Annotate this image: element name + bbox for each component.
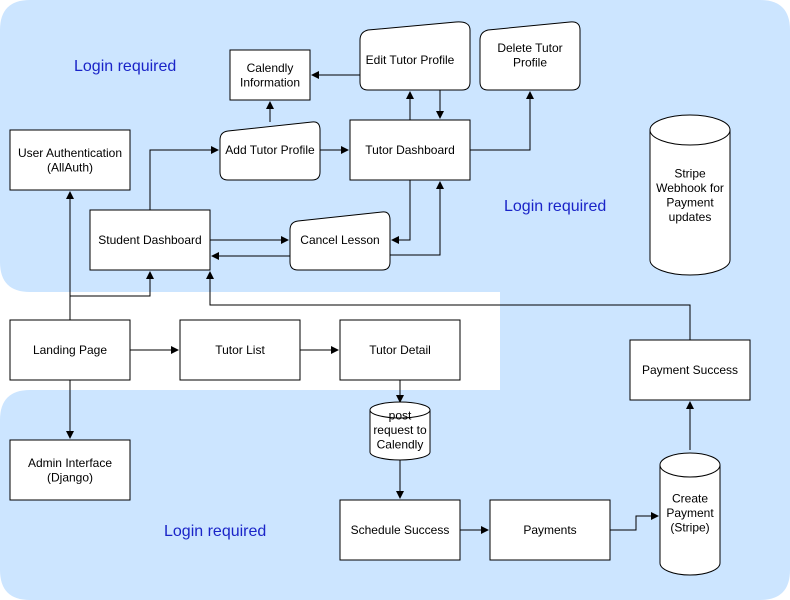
create-payment-line-2: Payment [666, 506, 714, 520]
user-auth-line-1: User Authentication [18, 146, 122, 160]
landing-page-label: Landing Page [33, 343, 107, 357]
node-admin-interface: Admin Interface(Django) [9, 439, 131, 501]
connectors [66, 71, 694, 534]
stripe-webhook-line-2: Webhook for [656, 181, 724, 195]
arrow-dashboard-to-delete [470, 91, 534, 151]
edit-tutor-profile-label: Edit Tutor Profile [366, 53, 455, 67]
arrow-payments-to-create [610, 512, 659, 531]
create-payment-line-3: (Stripe) [670, 521, 709, 535]
login-required-label-bottom: Login required [164, 523, 266, 540]
delete-profile-line-1: Delete Tutor [497, 41, 562, 55]
node-payment-success: Payment Success [629, 339, 751, 401]
create-payment-line-1: Create [672, 492, 708, 506]
edit-profile-line-1: Edit Tutor Profile [366, 53, 455, 67]
schedule-success-line-1: Schedule Success [351, 523, 450, 537]
arrow-dashboard-to-cancel [391, 180, 411, 244]
tutor-detail-line-1: Tutor Detail [369, 343, 431, 357]
payment-success-line-1: Payment Success [642, 363, 738, 377]
admin-interface-line-2: (Django) [47, 470, 93, 484]
student-dashboard-label: Student Dashboard [98, 233, 201, 247]
cancel-lesson-label: Cancel Lesson [300, 233, 379, 247]
arrow-success-to-student [206, 271, 691, 340]
node-student-dashboard: Student Dashboard [89, 209, 211, 271]
add-tutor-profile-label: Add Tutor Profile [225, 143, 315, 157]
stripe-webhook-line-1: Stripe [674, 166, 706, 180]
schedule-success-label: Schedule Success [351, 523, 450, 537]
landing-page-line-1: Landing Page [33, 343, 107, 357]
cancel-lesson-line-1: Cancel Lesson [300, 233, 379, 247]
stripe-webhook-line-4: updates [669, 210, 712, 224]
post-request-line-2: request to [373, 423, 427, 437]
calendly-info-line-2: Information [240, 75, 300, 89]
arrow-cancel-to-dashboard [390, 181, 444, 256]
arrow-landing-to-student [70, 271, 154, 297]
node-schedule-success: Schedule Success [339, 499, 461, 561]
tutor-dashboard-label: Tutor Dashboard [365, 143, 455, 157]
student-dashboard-line-1: Student Dashboard [98, 233, 201, 247]
admin-interface-line-1: Admin Interface [28, 456, 112, 470]
arrow-student-to-add [149, 146, 219, 210]
node-tutor-list: Tutor List [179, 319, 301, 381]
stripe-webhook-line-3: Payment [666, 195, 714, 209]
add-profile-line-1: Add Tutor Profile [225, 143, 315, 157]
node-add-tutor-profile: Add Tutor Profile [219, 121, 321, 181]
calendly-info-line-1: Calendly [247, 61, 294, 75]
post-request-line-3: Calendly [377, 438, 424, 452]
post-request-line-1: post [389, 409, 412, 423]
delete-profile-line-2: Profile [513, 55, 547, 69]
tutor-list-line-1: Tutor List [215, 343, 265, 357]
node-payments: Payments [489, 499, 611, 561]
user-authentication-label: User Authentication(AllAuth) [18, 146, 122, 175]
payments-label: Payments [523, 523, 576, 537]
tutor-detail-label: Tutor Detail [369, 343, 431, 357]
node-user-authentication: User Authentication(AllAuth) [9, 129, 131, 191]
payment-success-label: Payment Success [642, 363, 738, 377]
login-region-top [0, 0, 790, 390]
node-tutor-detail: Tutor Detail [339, 319, 461, 381]
node-tutor-dashboard: Tutor Dashboard [349, 119, 471, 181]
user-auth-line-2: (AllAuth) [47, 160, 93, 174]
payments-line-1: Payments [523, 523, 576, 537]
admin-interface-label: Admin Interface(Django) [28, 456, 112, 485]
node-edit-tutor-profile: Edit Tutor Profile [359, 21, 471, 91]
tutor-list-label: Tutor List [215, 343, 265, 357]
tutor-dashboard-line-1: Tutor Dashboard [365, 143, 455, 157]
node-landing-page: Landing Page [9, 319, 131, 381]
node-cancel-lesson: Cancel Lesson [289, 211, 391, 271]
login-required-label-right: Login required [504, 198, 606, 215]
login-required-label-top: Login required [74, 58, 176, 75]
